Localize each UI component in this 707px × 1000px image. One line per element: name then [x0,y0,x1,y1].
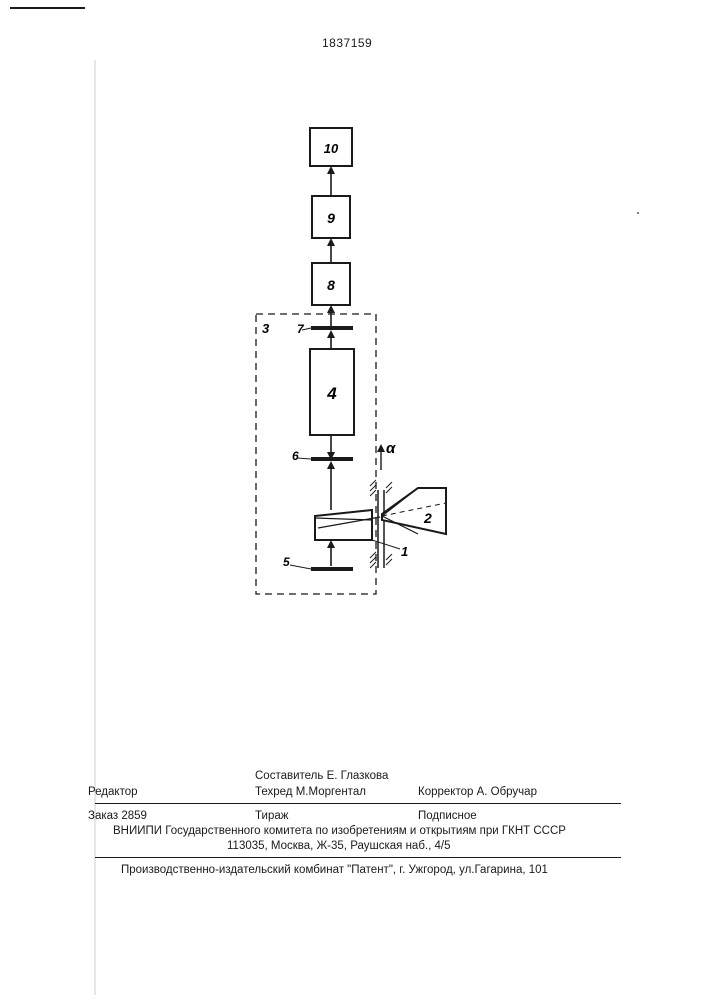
divider-1 [95,803,621,804]
techred-label: Техред М.Моргентал [255,786,366,798]
divider-2 [95,857,621,858]
order-label: Заказ 2859 [88,810,147,822]
corrector-label: Корректор А. Обручар [418,786,537,798]
compiler-label: Составитель Е. Глазкова [255,770,388,782]
subscription-label: Подписное [418,810,477,822]
org-line: ВНИИПИ Государственного комитета по изоб… [113,825,566,837]
address-line: 113035, Москва, Ж-35, Раушская наб., 4/5 [227,840,450,852]
circulation-label: Тираж [255,810,288,822]
publisher-line: Производственно-издательский комбинат "П… [121,864,548,876]
editor-label: Редактор [88,786,138,798]
